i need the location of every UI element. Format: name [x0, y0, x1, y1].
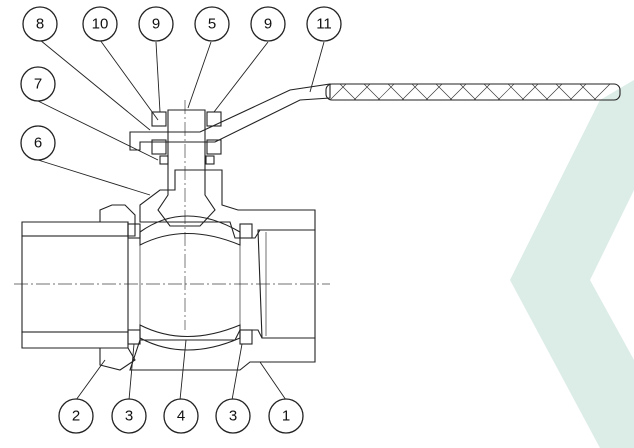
- callout-1: 1: [268, 398, 304, 434]
- callout-label: 2: [72, 408, 80, 425]
- callout-11: 11: [306, 6, 342, 42]
- callout-label: 6: [34, 135, 42, 152]
- end-connector-2: [21, 204, 136, 371]
- callout-label: 3: [229, 408, 237, 425]
- callout-5: 5: [194, 6, 230, 42]
- callout-label: 5: [208, 16, 216, 33]
- callout-4: 4: [163, 398, 199, 434]
- callout-3-left: 3: [111, 398, 147, 434]
- callout-label: 3: [125, 408, 133, 425]
- valve-body-1: [129, 169, 316, 371]
- callout-label: 7: [34, 76, 42, 93]
- callout-label: 9: [264, 16, 272, 33]
- callout-label: 11: [316, 16, 332, 33]
- callout-label: 9: [152, 16, 160, 33]
- callout-6: 6: [20, 125, 56, 161]
- callout-label: 1: [282, 408, 290, 425]
- callout-label: 4: [177, 408, 185, 425]
- brand-chevron-watermark: [510, 80, 634, 448]
- callout-label: 8: [36, 16, 44, 33]
- callout-3-right: 3: [215, 398, 251, 434]
- callout-7: 7: [20, 66, 56, 102]
- stem-o-rings-9: [151, 111, 222, 165]
- callout-8: 8: [22, 6, 58, 42]
- ball-4: [139, 215, 241, 351]
- callout-9-right: 9: [250, 6, 286, 42]
- stem-5: [157, 109, 216, 227]
- callout-label: 10: [92, 16, 109, 33]
- callout-10: 10: [82, 6, 118, 42]
- callout-9-left: 9: [138, 6, 174, 42]
- handle-11: [129, 83, 621, 151]
- callout-2: 2: [58, 398, 94, 434]
- leader-lines: [37, 39, 325, 401]
